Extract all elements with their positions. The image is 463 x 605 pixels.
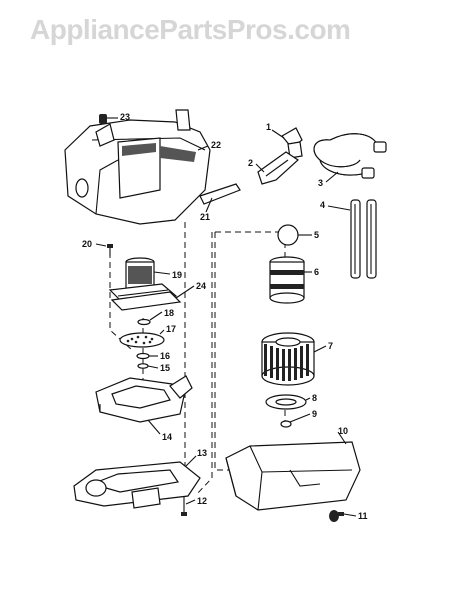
- callout-15: 15: [160, 363, 170, 373]
- callout-16: 16: [160, 351, 170, 361]
- callout-14: 14: [162, 432, 172, 442]
- callout-4: 4: [320, 200, 325, 210]
- callout-9: 9: [312, 409, 317, 419]
- callout-10: 10: [338, 426, 348, 436]
- part-1-elbow: [281, 127, 303, 159]
- callout-labels: 23 22 21 20 19 24 18 17 16 15 14 13 12 1…: [82, 112, 368, 521]
- part-15-nut: [137, 363, 149, 369]
- part-14-motor-base: [95, 375, 193, 423]
- callout-6: 6: [314, 267, 319, 277]
- callout-19: 19: [172, 270, 182, 280]
- callout-12: 12: [197, 496, 207, 506]
- callout-1: 1: [266, 122, 271, 132]
- part-4-extension-wands: [350, 199, 377, 279]
- callout-18: 18: [164, 308, 174, 318]
- callout-22: 22: [211, 140, 221, 150]
- callout-24: 24: [196, 281, 206, 291]
- part-2-nozzle: [257, 151, 299, 185]
- callout-11: 11: [358, 511, 368, 521]
- part-17-impeller: [119, 332, 165, 348]
- part-6-float-cage: [269, 256, 305, 304]
- handle-21: [199, 183, 241, 205]
- callout-23: 23: [120, 112, 130, 122]
- callout-5: 5: [314, 230, 319, 240]
- callout-7: 7: [328, 341, 333, 351]
- leader-lines: [95, 129, 357, 517]
- part-23-knob: [99, 114, 118, 124]
- watermark: AppliancePartsPros.com: [30, 14, 351, 45]
- callout-20: 20: [82, 239, 92, 249]
- part-16-spacer: [136, 352, 150, 360]
- callout-2: 2: [248, 158, 253, 168]
- part-9-nut: [280, 420, 292, 428]
- part-7-cartridge-filter: [261, 332, 315, 386]
- part-24-gasket: [110, 291, 182, 311]
- part-12-caster-pin: [181, 496, 187, 516]
- callout-21: 21: [200, 212, 210, 222]
- guide-drum: [214, 232, 240, 471]
- guide-ball-float: [215, 231, 286, 262]
- part-13-dolly-base: [73, 461, 201, 509]
- part-20-screw: [107, 244, 113, 256]
- callout-3: 3: [318, 178, 323, 188]
- callout-17: 17: [166, 324, 176, 334]
- part-5-ball-float: [277, 224, 299, 246]
- part-10-drum: [225, 441, 361, 511]
- guide-center-right: [195, 232, 213, 496]
- part-22-top-cover: [64, 109, 241, 225]
- guide-screw-20: [109, 252, 133, 351]
- part-3-hose: [313, 133, 387, 179]
- part-8-filter-retainer: [265, 394, 307, 410]
- part-11-caster: [329, 510, 344, 522]
- callout-13: 13: [197, 448, 207, 458]
- callout-8: 8: [312, 393, 317, 403]
- part-18-washer: [137, 318, 151, 326]
